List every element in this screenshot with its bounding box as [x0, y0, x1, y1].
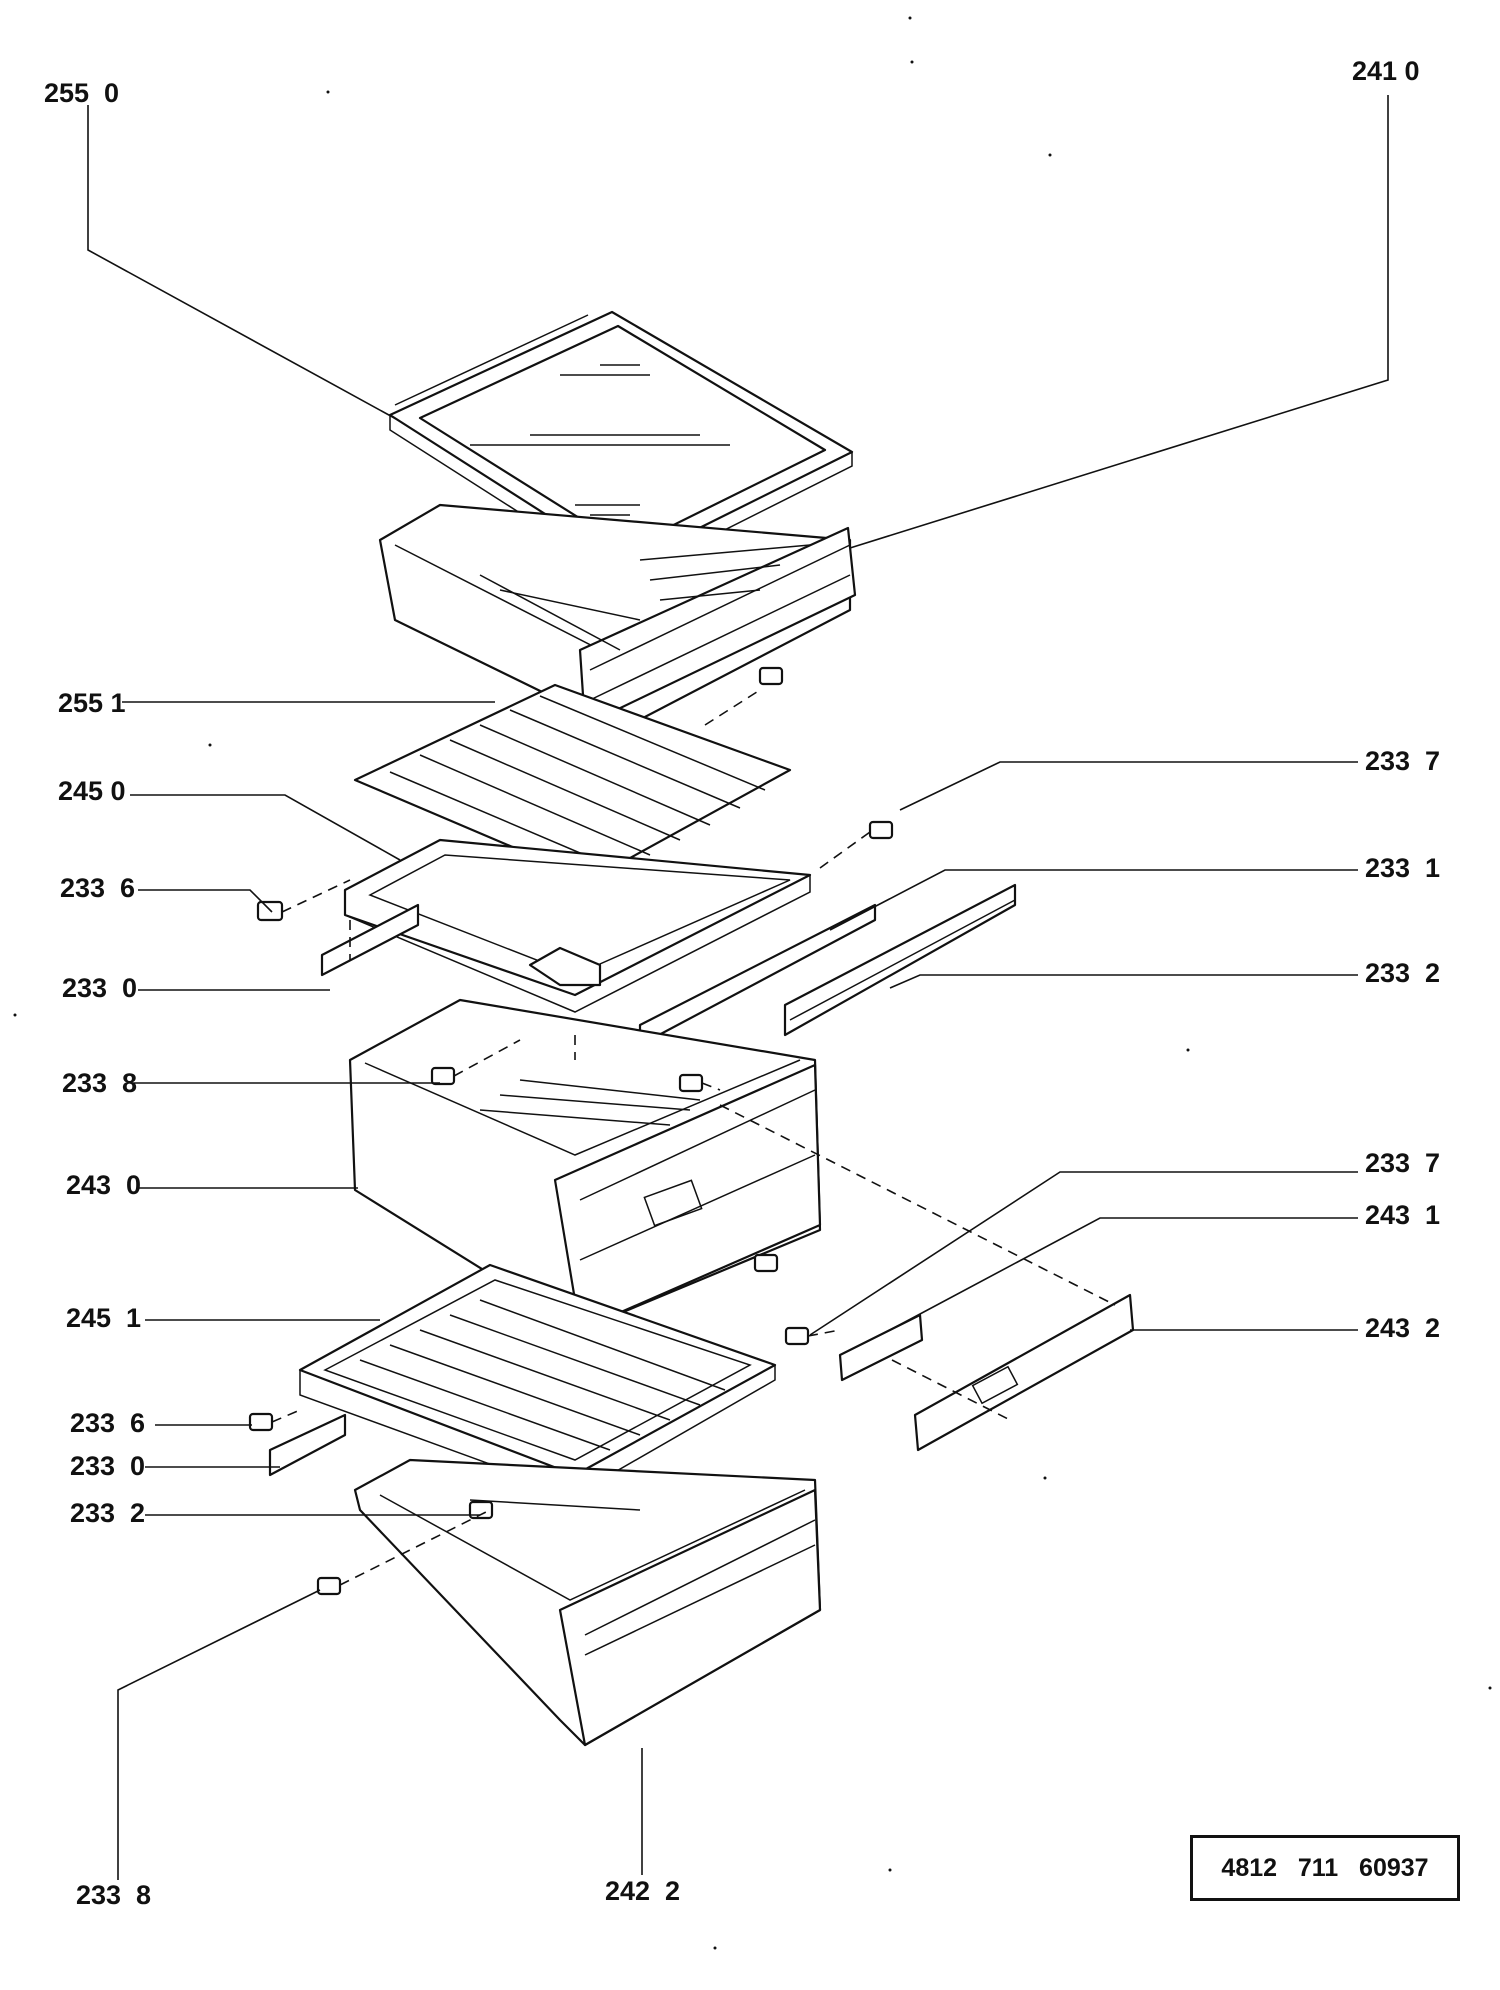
label-241-0: 241 0	[1352, 56, 1420, 86]
lower-rails-part	[268, 1413, 347, 1477]
label-233-6-upper: 233 6	[60, 873, 136, 903]
label-233-6-lower: 233 6	[70, 1408, 146, 1438]
label-233-7-upper: 233 7	[1365, 746, 1441, 776]
clip-parts	[248, 666, 894, 1596]
label-255-1: 255 1	[58, 688, 126, 718]
label-233-7-lower: 233 7	[1365, 1148, 1441, 1178]
scan-noise-dots	[13, 16, 1492, 1950]
upper-rails-part	[320, 883, 1017, 1047]
label-233-8-lower: 233 8	[76, 1880, 152, 1910]
handle-panel-parts	[838, 1293, 1135, 1452]
label-242-2: 242 2	[605, 1876, 681, 1906]
label-243-2: 243 2	[1365, 1313, 1441, 1343]
assembly-dashed-lines	[271, 689, 1116, 1586]
label-233-2-upper: 233 2	[1365, 958, 1441, 988]
label-233-2-lower: 233 2	[70, 1498, 146, 1528]
label-245-1: 245 1	[66, 1303, 142, 1333]
label-245-0: 245 0	[58, 776, 126, 806]
shelf-frame-part	[343, 838, 812, 1013]
label-255-0: 255 0	[44, 78, 120, 108]
bottom-drawer-part	[353, 1458, 822, 1747]
label-243-0: 243 0	[66, 1170, 142, 1200]
label-233-1: 233 1	[1365, 853, 1441, 883]
label-233-0-upper: 233 0	[62, 973, 138, 1003]
document-number-box: 4812 711 60937	[1190, 1835, 1460, 1901]
middle-drawer-part	[348, 998, 822, 1332]
upper-crisper-tray-part	[378, 503, 857, 732]
lower-cover-plate-part	[298, 1263, 777, 1496]
label-233-0-lower: 233 0	[70, 1451, 146, 1481]
label-233-8-upper: 233 8	[62, 1068, 138, 1098]
label-243-1: 243 1	[1365, 1200, 1441, 1230]
leader-lines	[87, 95, 1389, 1880]
document-number: 4812 711 60937	[1221, 1853, 1429, 1882]
